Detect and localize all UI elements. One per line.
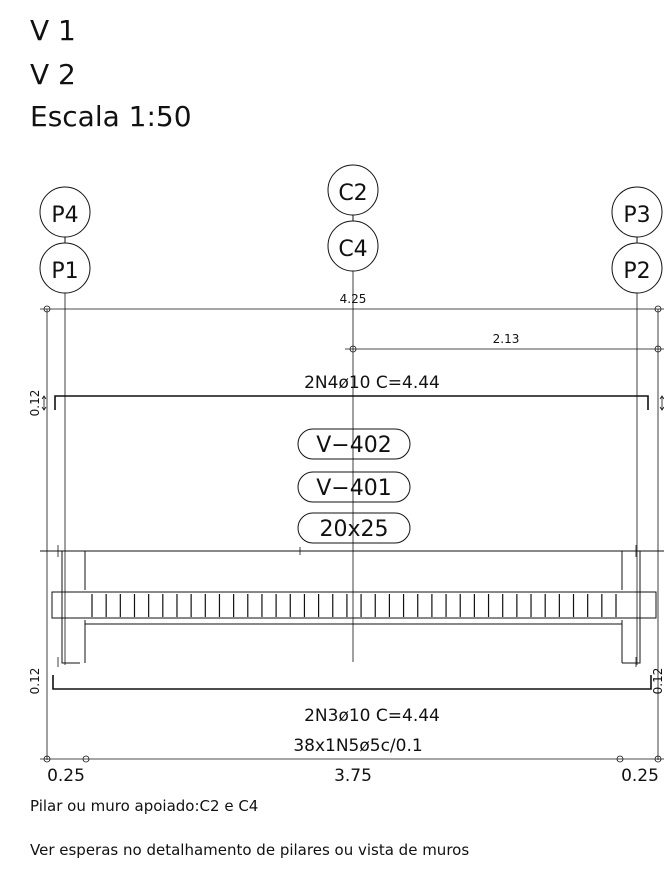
- drawing-title-line1: V 1: [30, 14, 76, 47]
- top-cover-label: 0.12: [28, 390, 42, 417]
- axis-bubble-left: P4 P1: [39, 186, 91, 294]
- beam-outline: [40, 545, 664, 667]
- bottom-rebar: 2N3ø10 C=4.44: [52, 675, 652, 726]
- bottom-rebar-label: 2N3ø10 C=4.44: [304, 706, 440, 726]
- top-cover-dimension: 0.12: [28, 390, 664, 417]
- stirrup-band: [51, 591, 657, 619]
- note-reference: Ver esperas no detalhamento de pilares o…: [30, 841, 469, 859]
- axis-label-p2: P2: [623, 259, 650, 284]
- axis-bubble-center: C2 C4: [327, 164, 379, 272]
- stirrups: [91, 594, 617, 617]
- dimension-chain-bottom: 0.25 3.75 0.25: [40, 755, 664, 786]
- top-rebar-label: 2N4ø10 C=4.44: [304, 373, 440, 393]
- beam-tag-lower-label: V−401: [316, 476, 391, 501]
- axis-label-c2: C2: [338, 181, 367, 206]
- note-support: Pilar ou muro apoiado:C2 e C4: [30, 797, 258, 815]
- dimension-half-span: 2.13: [345, 332, 664, 353]
- stirrup-spec-label: 38x1N5ø5c/0.1: [293, 736, 422, 756]
- bottom-cover-dimension: 0.12 0.12: [28, 668, 664, 695]
- axis-label-p1: P1: [51, 259, 78, 284]
- dimension-right-support-label: 0.25: [621, 766, 659, 786]
- beam-tag-upper-label: V−402: [316, 433, 391, 458]
- axis-label-p3: P3: [623, 203, 650, 228]
- top-rebar: 2N4ø10 C=4.44: [54, 373, 649, 410]
- bottom-cover-label-right: 0.12: [651, 668, 664, 695]
- beam-tag-upper: V−402: [297, 428, 411, 460]
- axis-label-p4: P4: [51, 203, 78, 228]
- dimension-total-span-label: 4.25: [340, 292, 367, 306]
- axis-label-c4: C4: [338, 237, 367, 262]
- dimension-total-span: 4.25: [40, 292, 664, 313]
- drawing-scale: Escala 1:50: [30, 100, 192, 133]
- beam-tag-section-label: 20x25: [319, 517, 388, 542]
- bottom-cover-label: 0.12: [28, 668, 42, 695]
- beam-tag-lower: V−401: [297, 471, 411, 503]
- dimension-clear-span-label: 3.75: [334, 766, 372, 786]
- dimension-half-span-label: 2.13: [493, 332, 520, 346]
- axis-bubble-right: P3 P2: [611, 186, 663, 294]
- drawing-title-line2: V 2: [30, 58, 76, 91]
- beam-tag-section: 20x25: [297, 512, 411, 544]
- dimension-left-support-label: 0.25: [47, 766, 85, 786]
